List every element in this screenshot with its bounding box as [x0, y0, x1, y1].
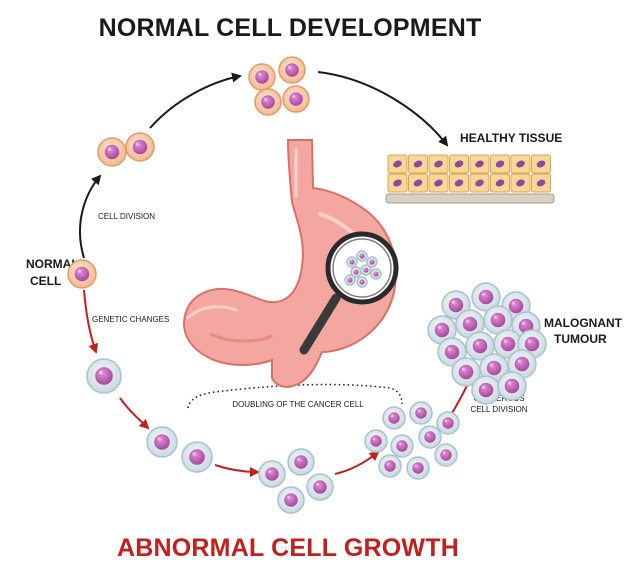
- label-genetic-changes: GENETIC CHANGES: [92, 315, 169, 324]
- magnified-cell-5: [360, 264, 372, 276]
- cancer-cell-4-1: [258, 460, 286, 488]
- tumour-cell-4: [427, 315, 457, 345]
- four-cell-3: [254, 88, 282, 116]
- arrow-red-2: [214, 464, 260, 477]
- magnified-cell-7: [356, 276, 368, 288]
- doubling-bracket: [187, 383, 403, 409]
- normal-cell: [67, 259, 97, 289]
- arrow-red-3: [334, 450, 380, 475]
- magnified-cell-8: [344, 274, 356, 286]
- tumour-cell-12: [451, 357, 481, 387]
- arrow-to-division: [79, 174, 102, 259]
- tissue-cell: [469, 173, 490, 193]
- tissue-cell: [408, 154, 428, 174]
- tumour-cell-9: [465, 331, 495, 361]
- tissue-cell: [408, 173, 428, 193]
- tissue-cell: [531, 154, 551, 174]
- tumour-cell-2: [471, 282, 501, 312]
- tumour-cell-8: [437, 337, 467, 367]
- label-cancerous-1: CANCEROUS: [473, 394, 524, 403]
- label-tumour-2: TUMOUR: [554, 332, 607, 346]
- tissue-cell: [428, 173, 449, 193]
- dividing-cell-b: [125, 132, 155, 162]
- magnified-cell-cluster: [344, 250, 382, 288]
- label-cell-division: CELL DIVISION: [98, 212, 155, 221]
- arrow-to-four-cells: [149, 72, 242, 129]
- label-healthy-tissue: HEALTHY TISSUE: [460, 131, 562, 145]
- tissue-cell: [490, 154, 510, 174]
- magnified-cell-1: [346, 256, 358, 268]
- cancer-cell-8-1: [364, 429, 388, 453]
- arrow-red-1: [119, 397, 150, 430]
- tissue-cell: [449, 173, 469, 193]
- tissue-cell: [531, 173, 551, 193]
- cancer-cell-8-9: [434, 443, 458, 467]
- cancer-cell-2a: [146, 426, 178, 458]
- magnified-cell-6: [370, 268, 382, 280]
- cancer-cell-8-2: [382, 406, 406, 430]
- magnified-cell-2: [356, 250, 368, 262]
- label-doubling: DOUBLING OF THE CANCER CELL: [232, 400, 364, 409]
- cancer-cell-4-3: [277, 486, 305, 514]
- arrow-to-healthy-tissue: [317, 71, 449, 147]
- tissue-cell: [510, 154, 531, 174]
- tissue-cell: [387, 154, 408, 174]
- four-cell-1: [248, 63, 276, 91]
- cell-layer: [67, 56, 547, 514]
- label-cancerous-2: CELL DIVISION: [470, 405, 527, 414]
- label-normal-cell-1: NORMAL: [26, 257, 79, 271]
- tumour-cell-15: [471, 375, 501, 405]
- magnifier-icon: [299, 231, 399, 355]
- label-normal-cell-2: CELL: [30, 274, 61, 288]
- arrow-genetic-change: [83, 289, 99, 354]
- healthy-tissue-illustration: [385, 154, 555, 204]
- mutated-cell: [86, 358, 122, 394]
- tissue-cell: [469, 154, 490, 174]
- title-normal-development: NORMAL CELL DEVELOPMENT: [99, 14, 482, 42]
- cancer-cell-8-7: [378, 454, 402, 478]
- cancer-cell-8-4: [436, 411, 460, 435]
- cancer-cell-4-2: [287, 448, 315, 476]
- cancer-cell-8-6: [418, 425, 442, 449]
- four-cell-2: [278, 56, 306, 84]
- tissue-cell: [428, 154, 449, 174]
- label-tumour-1: MALOGNANT: [544, 316, 623, 330]
- magnified-cell-3: [366, 256, 378, 268]
- four-cell-4: [282, 85, 310, 113]
- cancer-cell-8-3: [409, 401, 433, 425]
- dividing-cell-a: [97, 137, 127, 167]
- title-abnormal-growth: ABNORMAL CELL GROWTH: [117, 534, 459, 562]
- cancer-cell-2b: [181, 441, 213, 473]
- cancer-cell-4-4: [306, 473, 334, 501]
- tumour-cell-16: [497, 371, 527, 401]
- cancer-cell-8-5: [390, 434, 414, 458]
- cancer-cell-8-8: [406, 456, 430, 480]
- tissue-cell: [510, 173, 531, 193]
- tumour-cell-5: [455, 309, 485, 339]
- tissue-cell: [449, 154, 469, 174]
- tissue-cell: [387, 173, 408, 193]
- tissue-cell: [490, 173, 510, 193]
- tumour-cell-6: [483, 305, 513, 335]
